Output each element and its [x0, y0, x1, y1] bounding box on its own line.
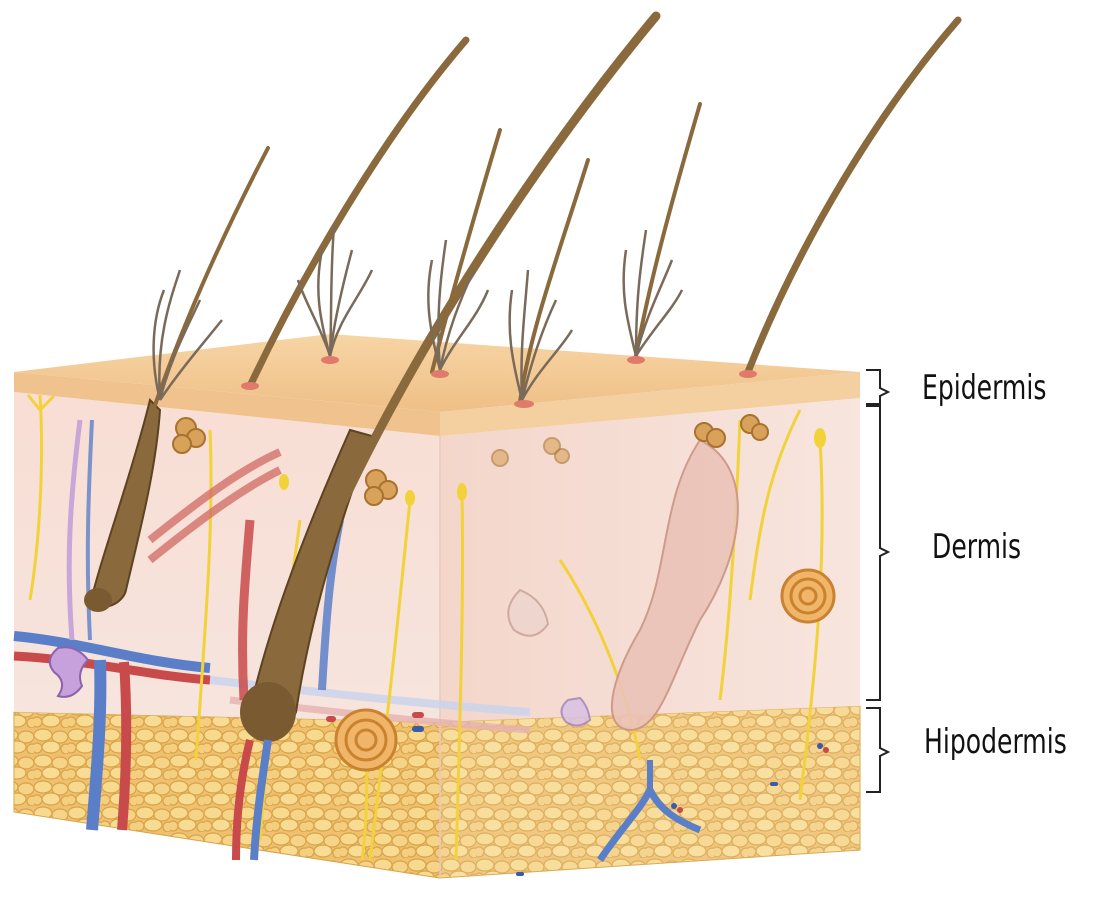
hipodermis-bracket	[866, 708, 888, 792]
layer-brackets	[866, 370, 888, 792]
epidermis-bracket	[866, 370, 888, 404]
dermis-label: Dermis	[932, 527, 1021, 567]
dermis-bracket	[866, 406, 888, 700]
epidermis-label: Epidermis	[922, 368, 1046, 408]
hypodermis-layer	[14, 706, 860, 878]
hipodermis-label: Hipodermis	[924, 722, 1067, 762]
